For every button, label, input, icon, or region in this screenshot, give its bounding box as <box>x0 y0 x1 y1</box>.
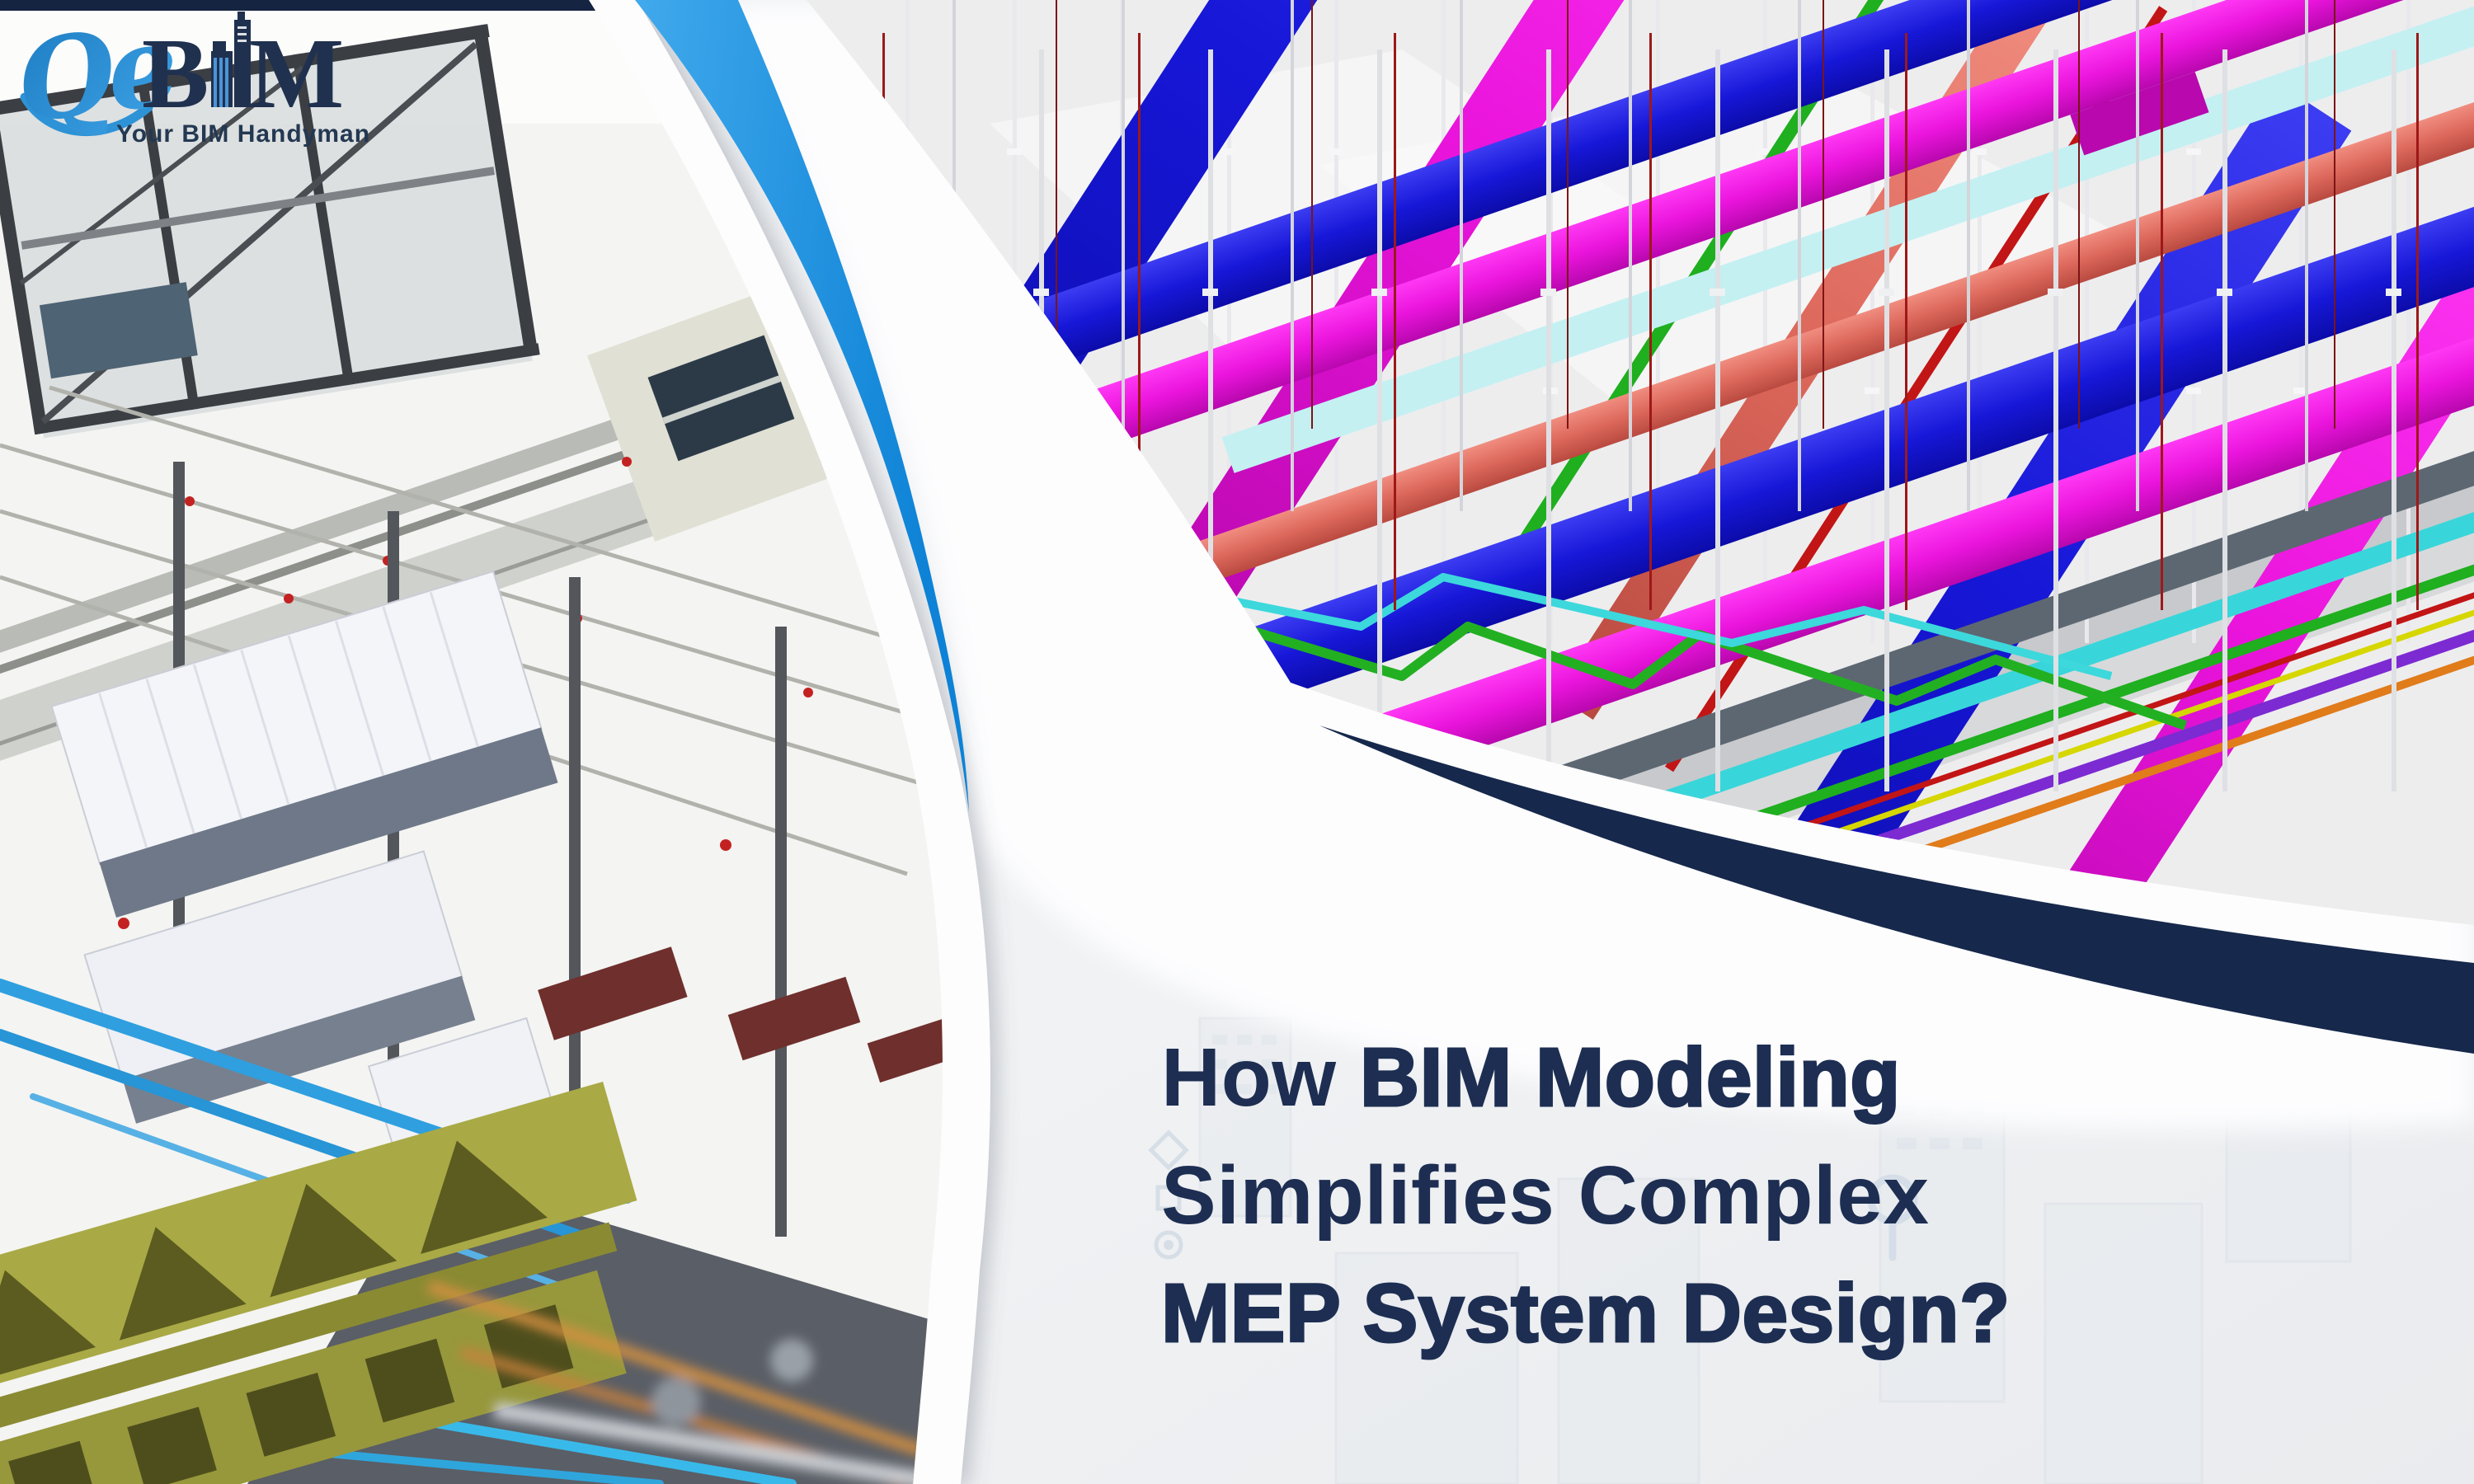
logo-tagline: Your BIM Handyman <box>116 120 370 148</box>
top-navy-bar <box>0 0 602 11</box>
title-line-1: How BIM Modeling <box>1161 1019 2134 1137</box>
blurred-foreground <box>426 1280 943 1484</box>
logo-swoosh <box>20 92 153 136</box>
title-line-3: MEP System Design? <box>1160 1266 2011 1361</box>
logo-letter-m: M <box>249 18 344 129</box>
qebim-logo: Qe B M Your BIM Handyman <box>9 0 370 148</box>
maroon-boxes <box>538 946 943 1083</box>
title-line1-light: How <box>1161 1031 1360 1124</box>
blue-ribbon <box>635 0 969 812</box>
logo-letter-b: B <box>142 18 209 129</box>
location-pin-icon <box>1867 1174 1918 1261</box>
logo-script: Qe <box>9 0 181 148</box>
title-line1-heavy: BIM Modeling <box>1358 1031 1901 1125</box>
logo-building-icon <box>211 12 251 107</box>
title-line-2: Simplifies Complex <box>1161 1149 1930 1242</box>
steel-glass-frame <box>0 24 540 439</box>
navy-curve-band <box>1319 726 2474 1054</box>
page-title: How BIM Modeling Simplifies Complex MEP … <box>1160 1019 2134 1373</box>
olive-truss <box>0 1081 637 1484</box>
